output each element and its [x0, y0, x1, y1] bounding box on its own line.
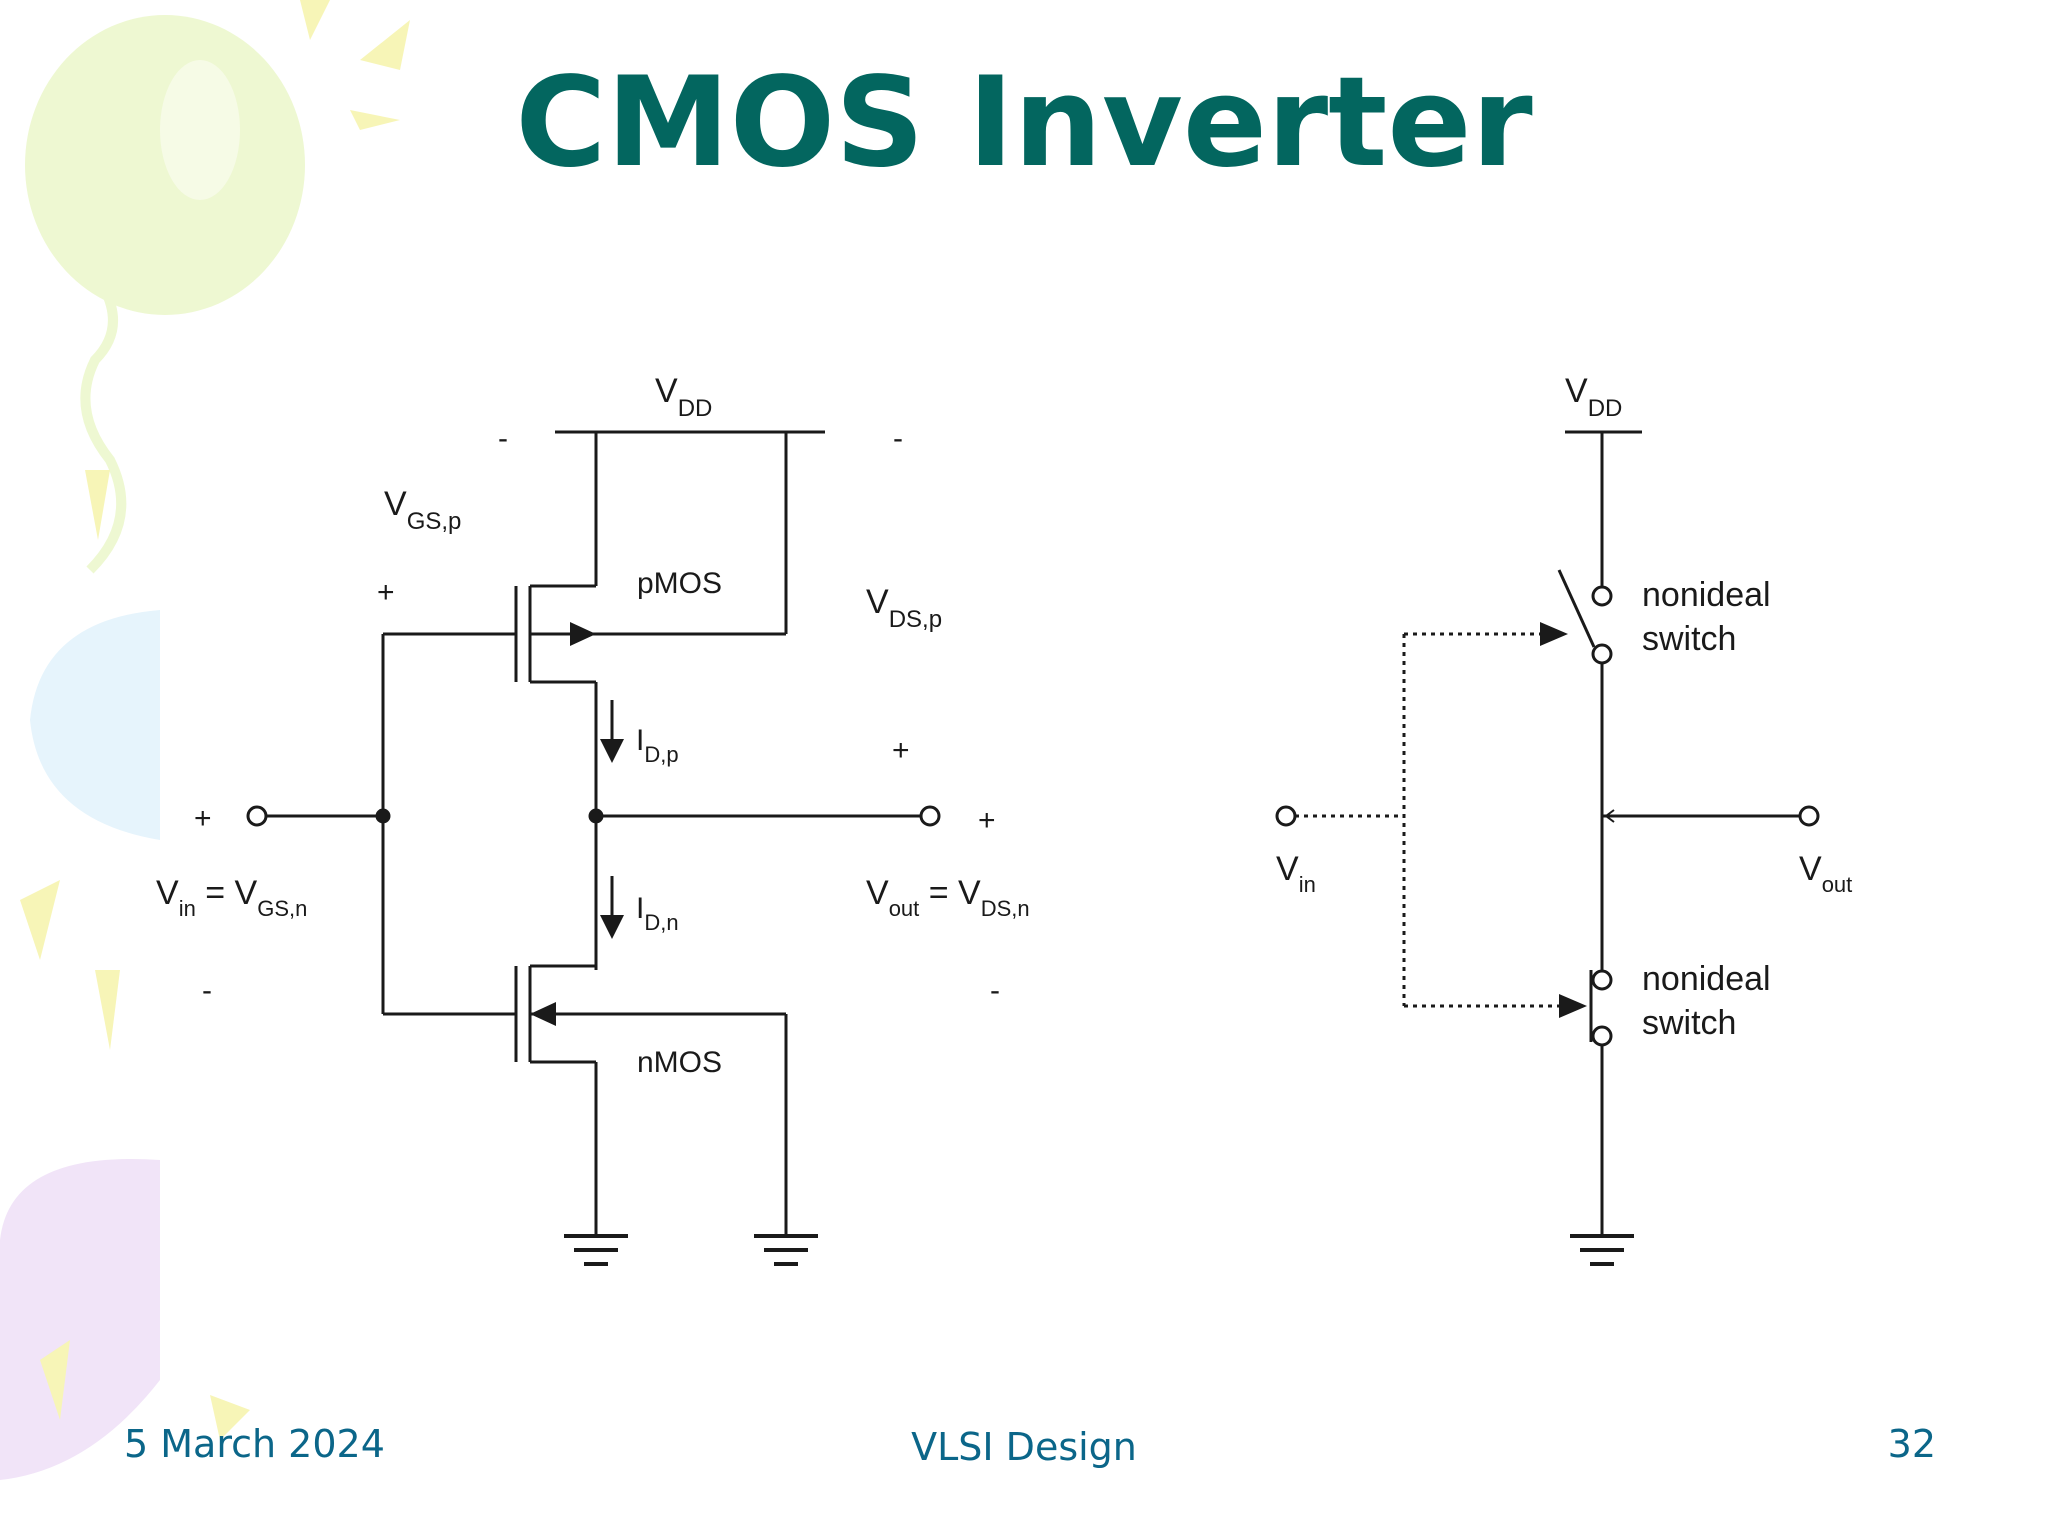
vout-plus: +	[978, 804, 996, 837]
vout-terminal	[919, 805, 941, 827]
idn-label: ID,n	[636, 892, 679, 935]
gate-node-dot	[375, 808, 391, 824]
confetti-icons	[20, 0, 410, 1440]
idp-label: ID,p	[636, 724, 679, 767]
footer-course-name: VLSI Design	[911, 1425, 1137, 1469]
ground-icon	[564, 1234, 628, 1266]
vin-plus: +	[194, 802, 212, 835]
ground-icon	[754, 1234, 818, 1266]
footer-page-number: 32	[1887, 1422, 1936, 1466]
ground-icon	[1570, 1234, 1634, 1266]
top-switch-contact	[1591, 585, 1613, 607]
purple-balloon-icon	[0, 1159, 160, 1480]
bottom-switch-contact	[1591, 1025, 1613, 1047]
vin-eq-label: Vin = VGS,n	[156, 874, 307, 921]
slide-title: CMOS Inverter	[515, 51, 1533, 195]
right-circuit-labels: VDD nonideal switch nonideal switch Vin …	[1276, 372, 1852, 1042]
vin-terminal	[246, 805, 268, 827]
top-switch-label: nonideal	[1642, 576, 1771, 614]
top-switch-label: switch	[1642, 620, 1736, 658]
control-arrow-icon	[1559, 994, 1587, 1018]
nmos-arrow-icon	[530, 1002, 556, 1026]
right-vdd-label: VDD	[1565, 372, 1622, 422]
blue-balloon-icon	[30, 610, 160, 840]
control-arrow-icon	[1540, 622, 1568, 646]
left-circuit-labels: VDD VGS,p pMOS VDS,p ID,p ID,n Vin = VGS…	[156, 372, 1030, 1079]
bottom-switch-label: nonideal	[1642, 960, 1771, 998]
top-switch-blade	[1557, 569, 1596, 648]
left-cmos-circuit	[246, 430, 941, 1266]
nmos-label: nMOS	[637, 1046, 722, 1079]
vin-minus: -	[202, 974, 212, 1007]
control-dotted-lines	[1295, 632, 1561, 1008]
right-vin-label: Vin	[1276, 850, 1316, 897]
green-balloon-icon	[25, 15, 305, 574]
vdsp-minus: -	[893, 422, 903, 455]
bottom-switch-contact	[1591, 969, 1613, 991]
vgsp-minus: -	[498, 422, 508, 455]
output-node-dot	[588, 808, 604, 824]
vout-eq-label: Vout = VDS,n	[866, 874, 1030, 921]
vgsp-label: VGS,p	[384, 485, 461, 535]
pmos-label: pMOS	[637, 567, 722, 600]
vdsp-plus: +	[892, 734, 910, 767]
right-vout-label: Vout	[1799, 850, 1852, 897]
vdsp-label: VDS,p	[866, 583, 942, 633]
vdd-label: VDD	[655, 372, 712, 422]
right-vin-terminal	[1275, 805, 1297, 827]
pmos-arrow-icon	[570, 622, 596, 646]
vgsp-plus: +	[377, 576, 395, 609]
bottom-switch-label: switch	[1642, 1004, 1736, 1042]
right-switch-circuit	[1275, 430, 1820, 1266]
top-switch-contact	[1591, 643, 1613, 665]
footer-date: 5 March 2024	[124, 1422, 385, 1466]
right-vout-terminal	[1798, 805, 1820, 827]
vout-minus: -	[990, 974, 1000, 1007]
